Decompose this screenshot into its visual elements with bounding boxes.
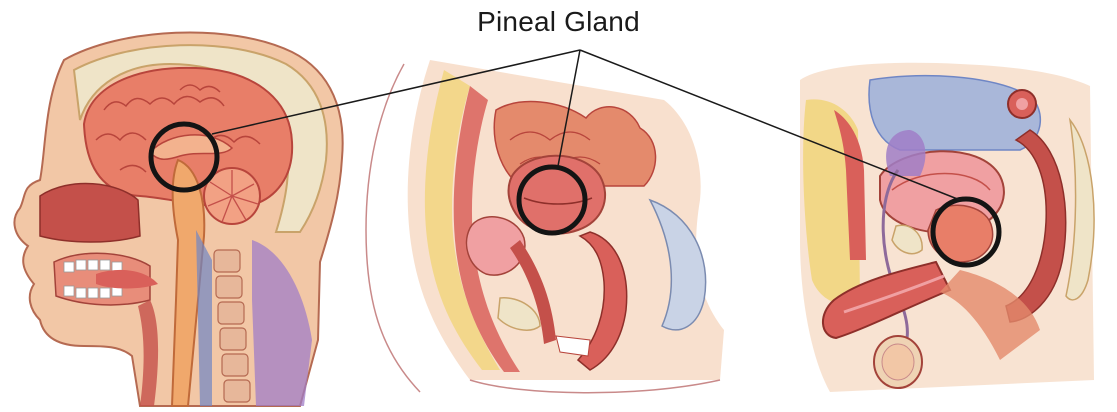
head-cross-section [14, 32, 342, 406]
nasal-cavity [40, 184, 140, 242]
female-pelvis-cross-section [366, 60, 724, 393]
male-pelvis-cross-section [800, 63, 1094, 392]
